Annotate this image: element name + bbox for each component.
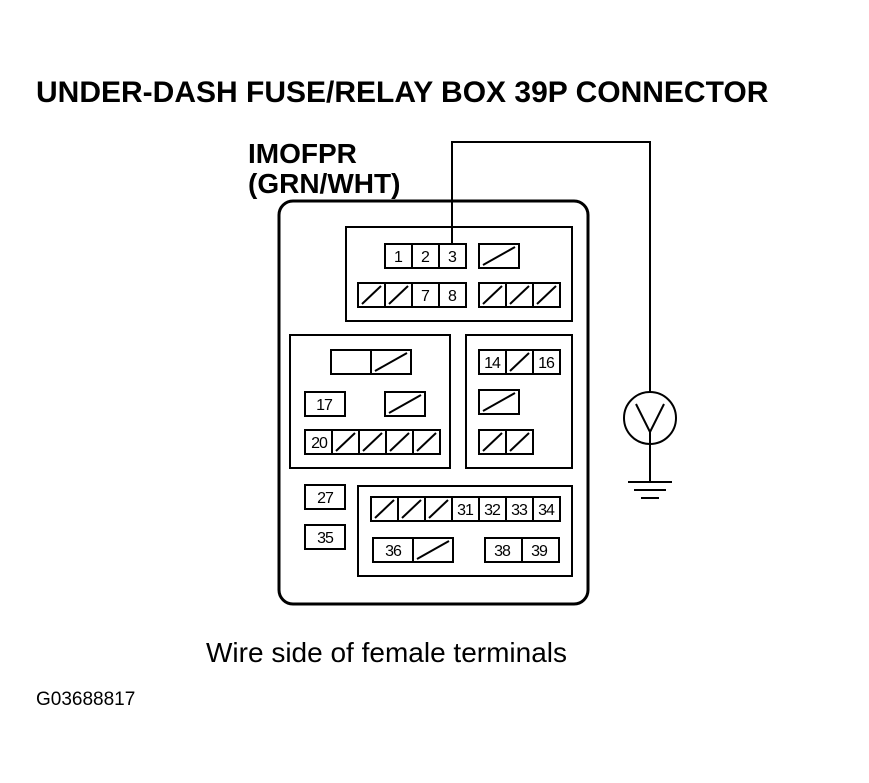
terminal-14-label: 14	[484, 355, 501, 372]
unused-terminal-slash	[416, 540, 450, 560]
probe-wire	[451, 141, 651, 392]
unused-terminal-slash	[509, 432, 530, 452]
terminal-group-left	[289, 334, 451, 469]
unused-terminal-cell	[505, 429, 534, 455]
unused-terminal-slash	[428, 499, 449, 519]
unused-terminal-slash	[401, 499, 422, 519]
terminal-cell	[438, 243, 467, 269]
unused-terminal-slash	[361, 285, 382, 305]
diagram-title: UNDER-DASH FUSE/RELAY BOX 39P CONNECTOR	[36, 76, 769, 109]
terminal-cell	[521, 537, 560, 563]
unused-terminal-slash	[374, 499, 395, 519]
unused-terminal-slash	[509, 352, 530, 372]
diagram-caption: Wire side of female terminals	[206, 637, 567, 668]
unused-terminal-cell	[478, 389, 520, 415]
terminal-cell	[438, 282, 467, 308]
voltmeter-icon	[623, 391, 677, 445]
unused-terminal-cell	[412, 429, 441, 455]
terminal-27-label: 27	[317, 490, 334, 507]
terminal-17-label: 17	[316, 397, 333, 414]
unused-terminal-cell	[384, 391, 426, 417]
terminal-group-bottom	[357, 485, 573, 577]
terminal-35-label: 35	[317, 530, 334, 547]
terminal-labels: 1 2 3 7 8 14 16 17 20 27 31 32 33 34 35 …	[311, 249, 556, 560]
terminal-34-label: 34	[538, 502, 555, 519]
unused-terminal-slash	[389, 432, 410, 452]
unused-terminal-slash	[536, 285, 557, 305]
terminal-cell	[532, 496, 561, 522]
unused-terminal-slash	[509, 285, 530, 305]
terminal-cell	[330, 349, 372, 375]
terminal-2-label: 2	[421, 249, 430, 266]
terminal-cell	[304, 484, 346, 510]
unused-terminal-cell	[370, 349, 412, 375]
terminal-8-label: 8	[448, 288, 457, 305]
terminal-3-label: 3	[448, 249, 457, 266]
unused-terminal-cell	[412, 537, 454, 563]
terminal-7-label: 7	[421, 288, 430, 305]
terminal-31-label: 31	[457, 502, 474, 519]
terminal-36-label: 36	[385, 543, 402, 560]
unused-terminal-cell	[478, 243, 520, 269]
wire-color-label: (GRN/WHT)	[248, 168, 400, 199]
terminal-cells	[304, 243, 561, 563]
terminal-group-top	[345, 226, 573, 322]
unused-terminal-slash	[482, 285, 503, 305]
terminal-cell	[304, 391, 346, 417]
terminal-39-label: 39	[531, 543, 548, 560]
ground-icon	[628, 444, 672, 499]
connector-housing	[277, 199, 590, 606]
unused-terminal-slash	[482, 432, 503, 452]
terminal-group-right	[465, 334, 573, 469]
wire-signal-label: IMOFPR	[248, 138, 357, 169]
unused-terminal-slash	[416, 432, 437, 452]
unused-terminal-cell	[532, 282, 561, 308]
unused-terminal-slash	[388, 285, 409, 305]
terminal-1-label: 1	[394, 249, 403, 266]
terminal-cell	[532, 349, 561, 375]
terminal-38-label: 38	[494, 543, 511, 560]
figure-id: G03688817	[36, 689, 135, 710]
unused-terminal-slash	[374, 352, 408, 372]
unused-terminal-slash	[482, 392, 516, 412]
terminal-16-label: 16	[538, 355, 555, 372]
terminal-cell	[304, 524, 346, 550]
unused-terminal-slash	[335, 432, 356, 452]
unused-terminal-slash	[362, 432, 383, 452]
terminal-32-label: 32	[484, 502, 501, 519]
terminal-33-label: 33	[511, 502, 528, 519]
unused-terminal-slash	[482, 246, 516, 266]
unused-terminal-slash	[388, 394, 422, 414]
terminal-20-label: 20	[311, 435, 328, 452]
